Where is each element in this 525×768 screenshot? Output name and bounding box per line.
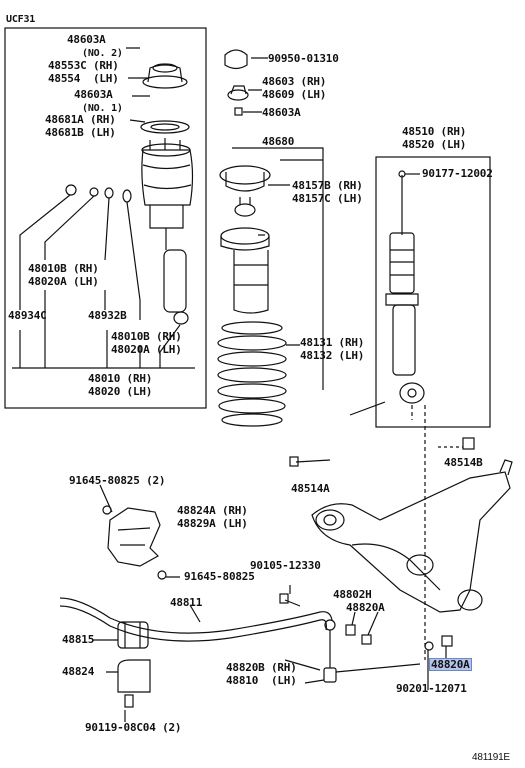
strut-tube-icon [163,249,187,313]
label-48010: 48010 (RH) [88,372,153,385]
label-48811: 48811 [170,596,203,609]
label-48802h: 48802H [333,588,372,601]
label-48010b-a: 48010B (RH) [28,262,99,275]
label-48603: 48603 (RH) [262,75,327,88]
label-no1: (NO. 1) [82,103,123,114]
stabilizer-link-icon [323,619,421,683]
label-48157c: 48157C (LH) [292,192,363,205]
label-48820a-highlighted[interactable]: 48820A [429,658,472,671]
label-48824a: 48824A (RH) [177,504,248,517]
label-48132: 48132 (LH) [300,349,365,362]
label-48603a-top: 48603A [67,33,106,46]
label-90119: 90119-08C04 (2) [85,721,182,734]
label-48934c: 48934C [8,309,47,322]
label-48554: 48554 (LH) [48,72,119,85]
label-48603a-mid: 48603A [74,88,113,101]
shock-body-icon [389,232,415,294]
label-48510: 48510 (RH) [402,125,467,138]
label-48820a-mid: 48820A [346,601,385,614]
upper-support-icon [142,75,188,89]
label-48829a: 48829A (LH) [177,517,248,530]
bolt-icon [295,459,331,463]
bushing-icon [117,621,149,649]
label-48820b: 48820B (RH) [226,661,297,674]
label-48824: 48824 [62,665,95,678]
label-48681b: 48681B (LH) [45,126,116,139]
label-48932b: 48932B [88,309,127,322]
label-48010b-b: 48010B (RH) [111,330,182,343]
label-48131: 48131 (RH) [300,336,365,349]
label-48157b: 48157B (RH) [292,179,363,192]
figure-id: 481191E [472,752,510,763]
o-ring-icon [65,184,77,196]
label-91645-a: 91645-80825 (2) [69,474,166,487]
stabilizer-bar-icon [59,597,333,634]
label-48609: 48609 (LH) [262,88,327,101]
label-48020a-a: 48020A (LH) [28,275,99,288]
label-90105: 90105-12330 [250,559,321,572]
stabilizer-bracket-icon [102,505,167,580]
label-48553c: 48553C (RH) [48,59,119,72]
model-code: UCF31 [6,14,36,25]
label-48603a-right: 48603A [262,106,301,119]
label-48514a: 48514A [291,482,330,495]
air-spring-icon [141,149,194,206]
label-48680: 48680 [262,135,295,148]
label-90950: 90950-01310 [268,52,339,65]
label-90201: 90201-12071 [396,682,467,695]
coil-spring-icon [217,321,287,427]
nut-icon [462,437,475,450]
label-90177: 90177-12002 [422,167,493,180]
label-48020a-b: 48020A (LH) [111,343,182,356]
label-48681a: 48681A (RH) [45,113,116,126]
air-strut-assembly-box [4,27,207,409]
lower-control-arm-icon [311,459,513,613]
label-48810: 48810 (LH) [226,674,297,687]
shock-absorber-box [375,156,491,428]
label-no2: (NO. 2) [82,48,123,59]
strut-mount-icon [219,165,271,185]
label-48520: 48520 (LH) [402,138,467,151]
label-48815: 48815 [62,633,95,646]
label-48514b: 48514B [444,456,483,469]
bushing-bracket-icon [117,659,151,693]
label-48020: 48020 (LH) [88,385,153,398]
bump-stopper-icon [220,227,270,245]
cap-icon [224,49,248,70]
label-91645-b: 91645-80825 [184,570,255,583]
